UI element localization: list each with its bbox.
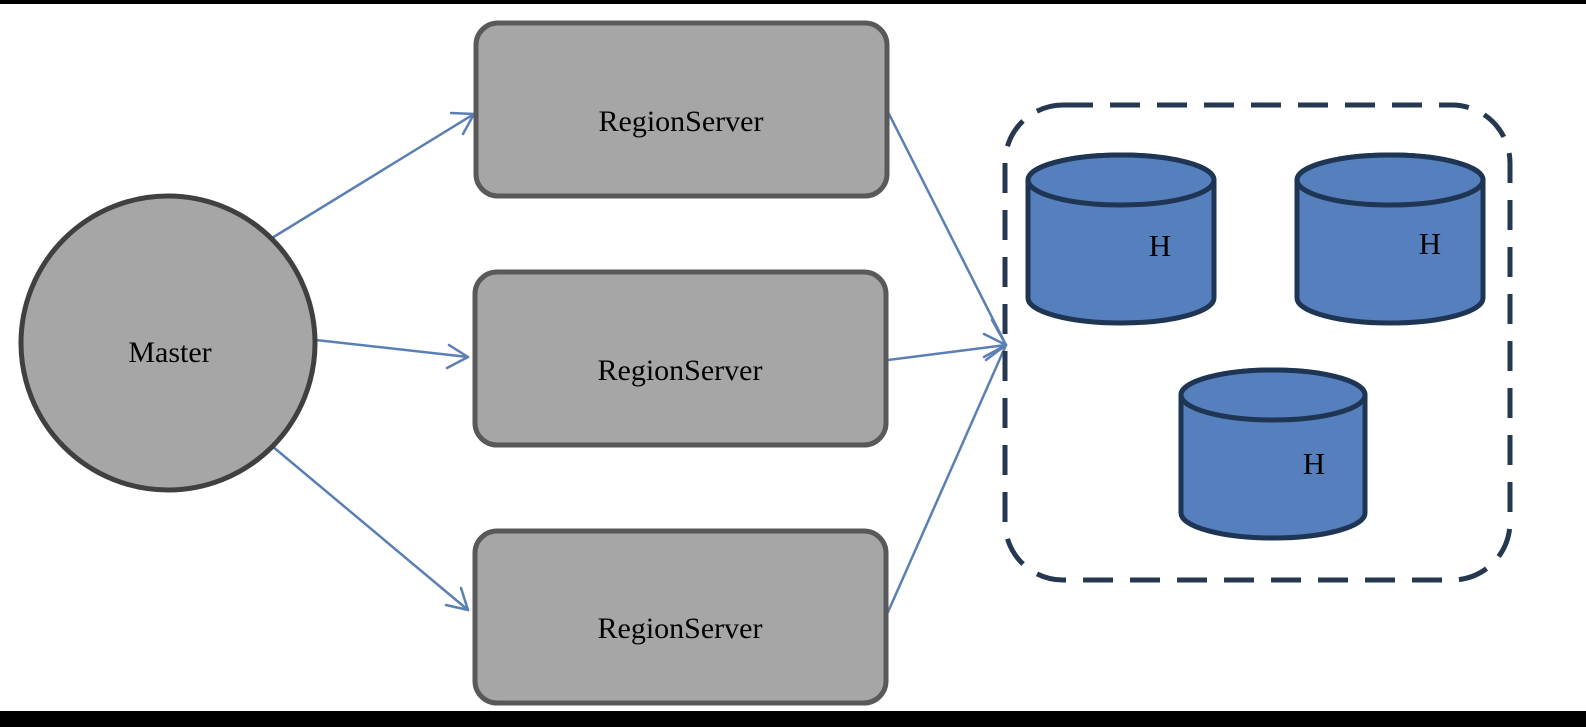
regionserver-node-2: RegionServer: [472, 269, 889, 448]
regionserver-node-1: RegionServer: [473, 20, 890, 199]
regionserver-label: RegionServer: [599, 105, 764, 138]
regionserver-box: [472, 269, 889, 448]
arrow-regionserver-2-to-storage: [886, 343, 1008, 362]
regionserver-box: [473, 20, 890, 199]
arrow-master-to-regionserver-2: [314, 338, 470, 370]
arrow-master-to-regionserver-3: [270, 444, 470, 612]
regionserver-label: RegionServer: [598, 612, 763, 645]
arrowheads-storage: [982, 318, 1008, 362]
cylinder-top: [1294, 152, 1486, 208]
storage-cylinder-3: H: [1178, 367, 1368, 541]
architecture-diagram: Master RegionServer RegionServer RegionS…: [18, 20, 1513, 706]
storage-group: H H H: [1002, 102, 1513, 583]
regionserver-label: RegionServer: [598, 354, 763, 387]
cylinder-top: [1178, 367, 1368, 423]
storage-dashed-border: [1002, 102, 1513, 583]
master-node: Master: [18, 193, 318, 493]
master-label: Master: [128, 336, 211, 369]
arrow-regionserver-3-to-storage: [886, 343, 1008, 614]
arrow-regionserver-1-to-storage: [886, 110, 1008, 347]
storage-cylinder-2: H: [1294, 152, 1486, 326]
connector-arrows: [270, 110, 1008, 614]
master-circle: [18, 193, 318, 493]
cylinder-label: H: [1149, 228, 1171, 263]
cylinder-top: [1025, 152, 1217, 208]
cylinder-label: H: [1303, 446, 1325, 481]
arrow-master-to-regionserver-1: [270, 111, 476, 240]
storage-cylinder-1: H: [1025, 152, 1217, 326]
regionserver-box: [472, 528, 889, 706]
regionserver-node-3: RegionServer: [472, 528, 889, 706]
cylinder-label: H: [1419, 226, 1441, 261]
diagram-canvas: Master RegionServer RegionServer RegionS…: [0, 4, 1586, 711]
